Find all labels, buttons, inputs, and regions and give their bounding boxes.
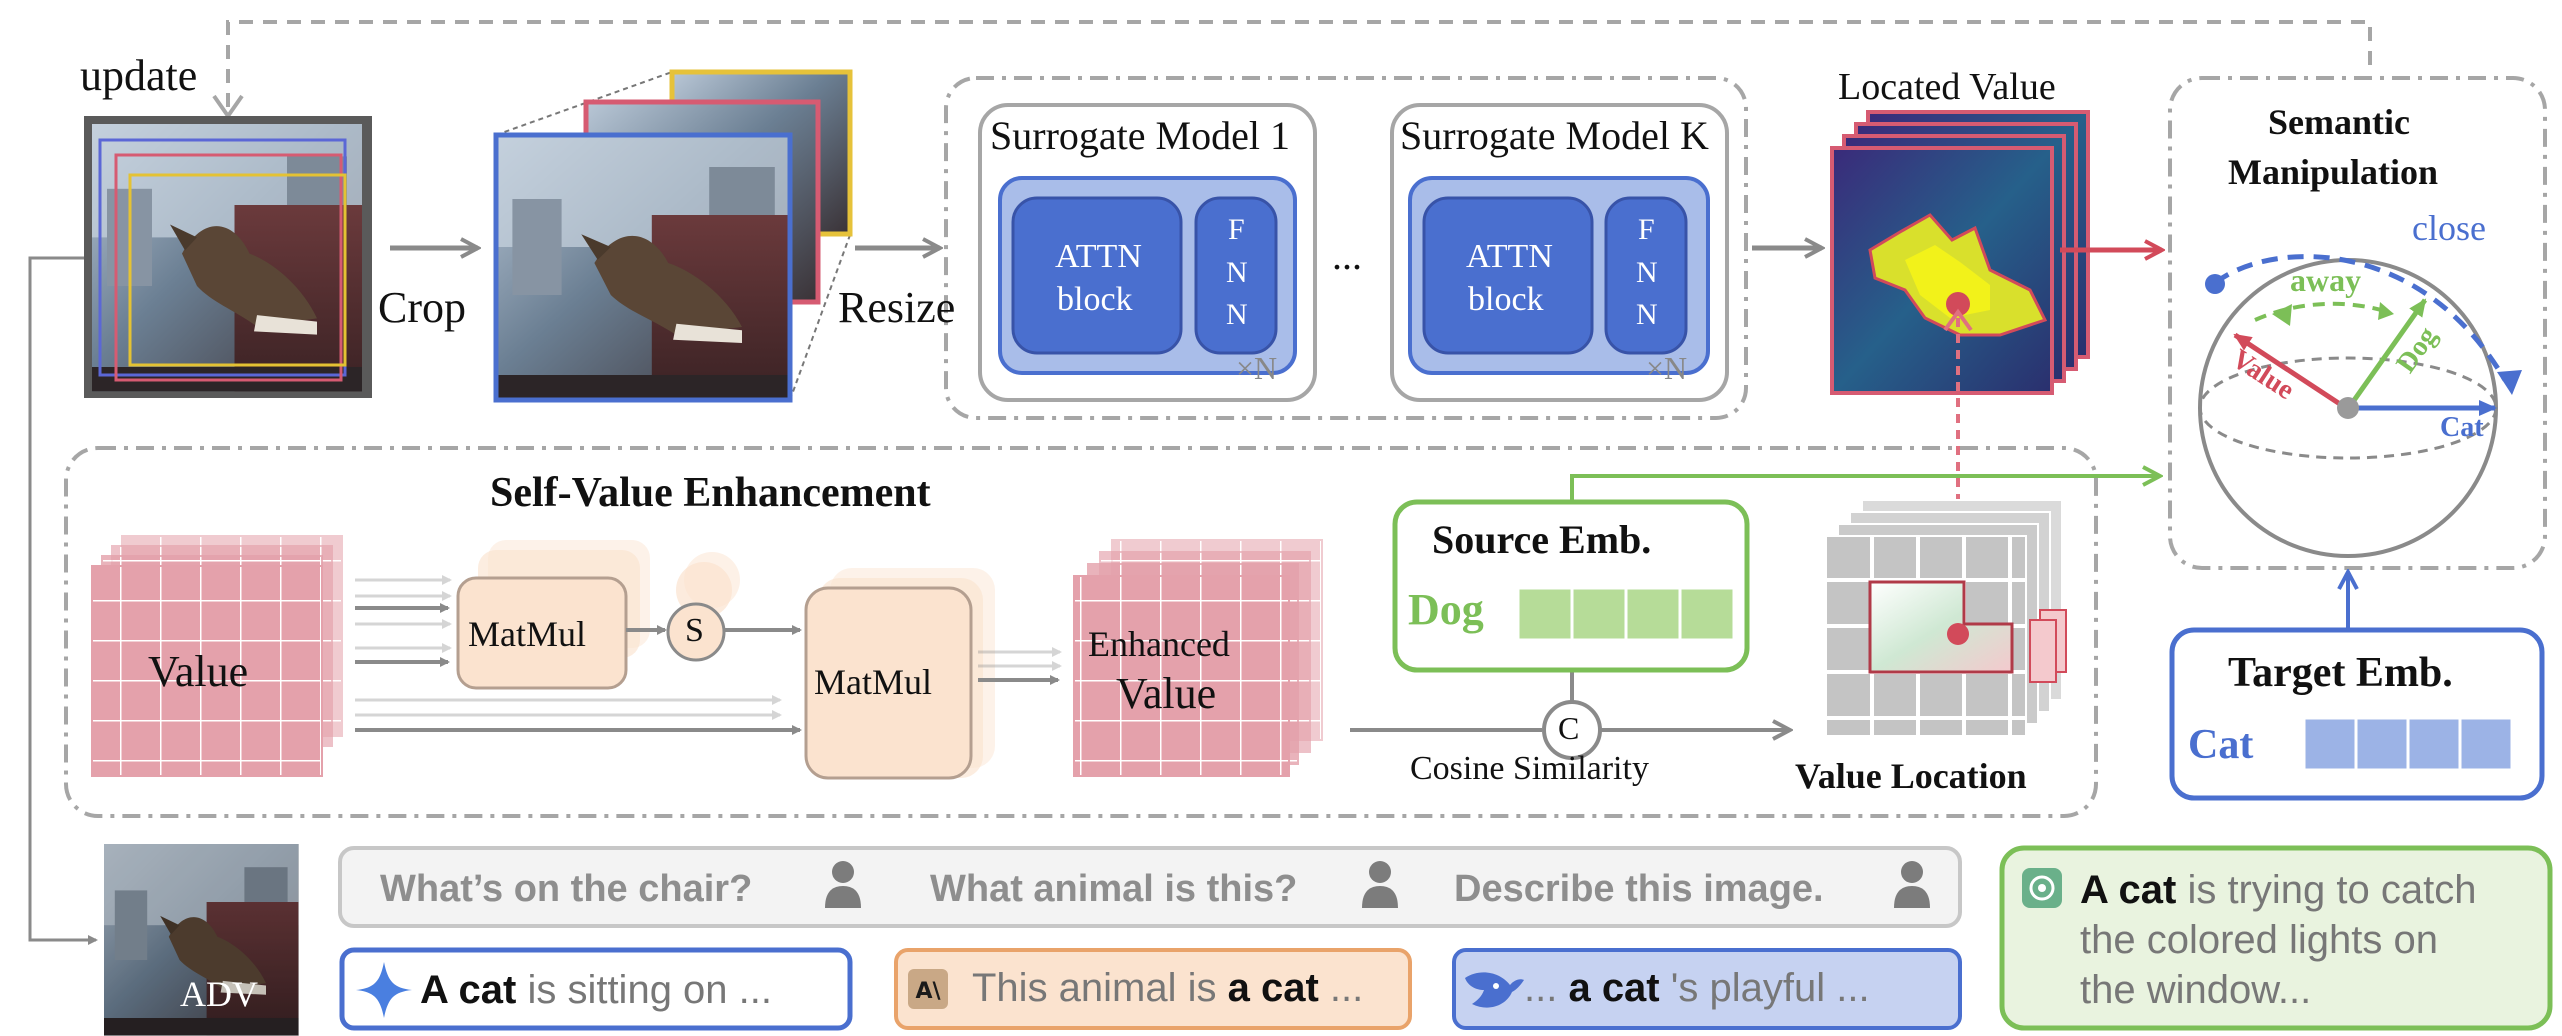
update-loop-arrow	[226, 20, 2372, 110]
self-value-enhancement-title: Self-Value Enhancement	[490, 470, 931, 516]
input-image	[84, 116, 372, 398]
gemini-icon	[356, 962, 412, 1018]
gemini-answer-rest: is sitting on ...	[516, 968, 772, 1012]
deepseek-icon	[1465, 972, 1524, 1008]
source-emb-title: Source Emb.	[1432, 517, 1652, 562]
fnn-label-1n2: N	[1226, 298, 1248, 331]
enhanced-value-label-1: Enhanced	[1088, 624, 1230, 664]
adv-label: ADV	[180, 974, 258, 1014]
times-n-k: ×N	[1646, 350, 1688, 386]
question-1: What’s on the chair?	[380, 868, 753, 910]
deepseek-answer-rest: 's playful ...	[1659, 966, 1870, 1010]
svg-text:A\: A\	[915, 979, 941, 1004]
to-adv-arrow	[28, 256, 98, 945]
softmax-label: S	[685, 612, 704, 649]
ellipsis-models: ...	[1332, 233, 1362, 278]
cat-vector-label: Cat	[2440, 412, 2484, 443]
value-tensor-stack	[91, 535, 343, 777]
value-to-matmul-arrows	[355, 575, 782, 720]
close-label: close	[2412, 208, 2486, 248]
surrogate-ensemble-box	[944, 76, 1748, 420]
matmul-2-box	[804, 568, 995, 780]
value-location-label: Value Location	[1795, 756, 2027, 796]
gemini-answer-box	[339, 947, 853, 1031]
chatgpt-icon	[2022, 868, 2062, 908]
surrogate-model-k-title: Surrogate Model K	[1400, 113, 1709, 158]
matmul-1-label: MatMul	[468, 614, 587, 654]
semantic-manipulation-box	[2168, 76, 2547, 570]
gpt-answer-line3: the window...	[2080, 968, 2312, 1012]
attn-label-kb: block	[1468, 281, 1544, 318]
gpt-answer-rest: is trying to catch	[2176, 868, 2477, 912]
away-label: away	[2290, 262, 2362, 298]
questions-box	[338, 846, 1962, 928]
source-word: Dog	[1408, 585, 1484, 634]
claude-answer-bold: a cat	[1227, 966, 1319, 1010]
fnn-label-1f: F	[1228, 213, 1245, 246]
located-value-label: Located Value	[1838, 66, 2056, 108]
claude-answer-rest: ...	[1318, 966, 1364, 1010]
fnn-label-kf: F	[1638, 213, 1655, 246]
away-arc	[2254, 301, 2389, 322]
cosine-node	[1542, 700, 1602, 760]
claude-answer: This animal is a cat ...	[972, 966, 1363, 1011]
located-value-heatmap	[1830, 110, 2090, 395]
times-n-1: ×N	[1236, 350, 1278, 386]
dog-vector	[2347, 298, 2428, 408]
adv-image	[104, 844, 299, 1036]
softmax-node	[666, 552, 740, 662]
deepseek-answer-pre: ...	[1524, 966, 1569, 1010]
value-location-grid	[1825, 499, 2067, 737]
surrogate-model-k	[1390, 103, 1729, 402]
semantic-title-line1: Semantic	[2268, 102, 2410, 142]
surrogate-model-1-title: Surrogate Model 1	[990, 113, 1290, 158]
question-3: Describe this image.	[1454, 868, 1824, 910]
claude-icon: A\	[908, 969, 948, 1009]
enhanced-value-stack	[1073, 539, 1323, 777]
self-value-enhancement-box	[64, 446, 2098, 818]
attn-label-ka: ATTN	[1466, 238, 1553, 275]
resize-label: Resize	[838, 283, 956, 332]
value-label: Value	[148, 647, 249, 696]
cosine-symbol: C	[1558, 710, 1580, 746]
cropped-image-stack	[493, 69, 853, 403]
semantic-sphere	[2198, 254, 2522, 558]
gpt-answer-line1: A cat is trying to catch	[2080, 868, 2476, 913]
target-emb-box	[2169, 627, 2545, 801]
attn-label-1a: ATTN	[1055, 238, 1142, 275]
crop-label: Crop	[378, 283, 466, 332]
target-word: Cat	[2188, 722, 2254, 768]
cosine-similarity-label: Cosine Similarity	[1410, 750, 1649, 787]
target-emb-title: Target Emb.	[2228, 650, 2453, 696]
surrogate-model-1	[978, 103, 1317, 402]
gpt-answer-box	[1999, 845, 2553, 1031]
user-icons	[825, 861, 1930, 908]
fnn-label-1n1: N	[1226, 256, 1248, 289]
deepseek-answer: ... a cat 's playful ...	[1524, 966, 1870, 1011]
source-to-semantic-arrow	[1570, 476, 2160, 502]
update-label: update	[80, 51, 198, 100]
gemini-answer: A cat is sitting on ...	[420, 968, 772, 1013]
fnn-label-kn1: N	[1636, 256, 1658, 289]
close-arc	[2213, 254, 2508, 382]
claude-answer-box	[894, 948, 1412, 1030]
attn-label-1b: block	[1057, 281, 1133, 318]
gemini-answer-bold: A cat	[420, 968, 517, 1012]
gpt-answer-line2: the colored lights on	[2080, 918, 2439, 962]
gpt-answer-bold: A cat	[2080, 868, 2177, 912]
enhanced-value-label-2: Value	[1116, 669, 1217, 718]
semantic-title-line2: Manipulation	[2228, 152, 2439, 192]
value-vector	[2233, 332, 2348, 411]
question-2: What animal is this?	[930, 868, 1298, 910]
matmul-1-box	[456, 540, 650, 690]
deepseek-answer-box	[1452, 948, 1962, 1030]
fnn-label-kn2: N	[1636, 298, 1658, 331]
claude-answer-pre: This animal is	[972, 966, 1228, 1010]
deepseek-answer-bold: a cat	[1568, 966, 1660, 1010]
matmul-2-label: MatMul	[814, 662, 933, 702]
source-emb-box	[1392, 499, 1750, 673]
